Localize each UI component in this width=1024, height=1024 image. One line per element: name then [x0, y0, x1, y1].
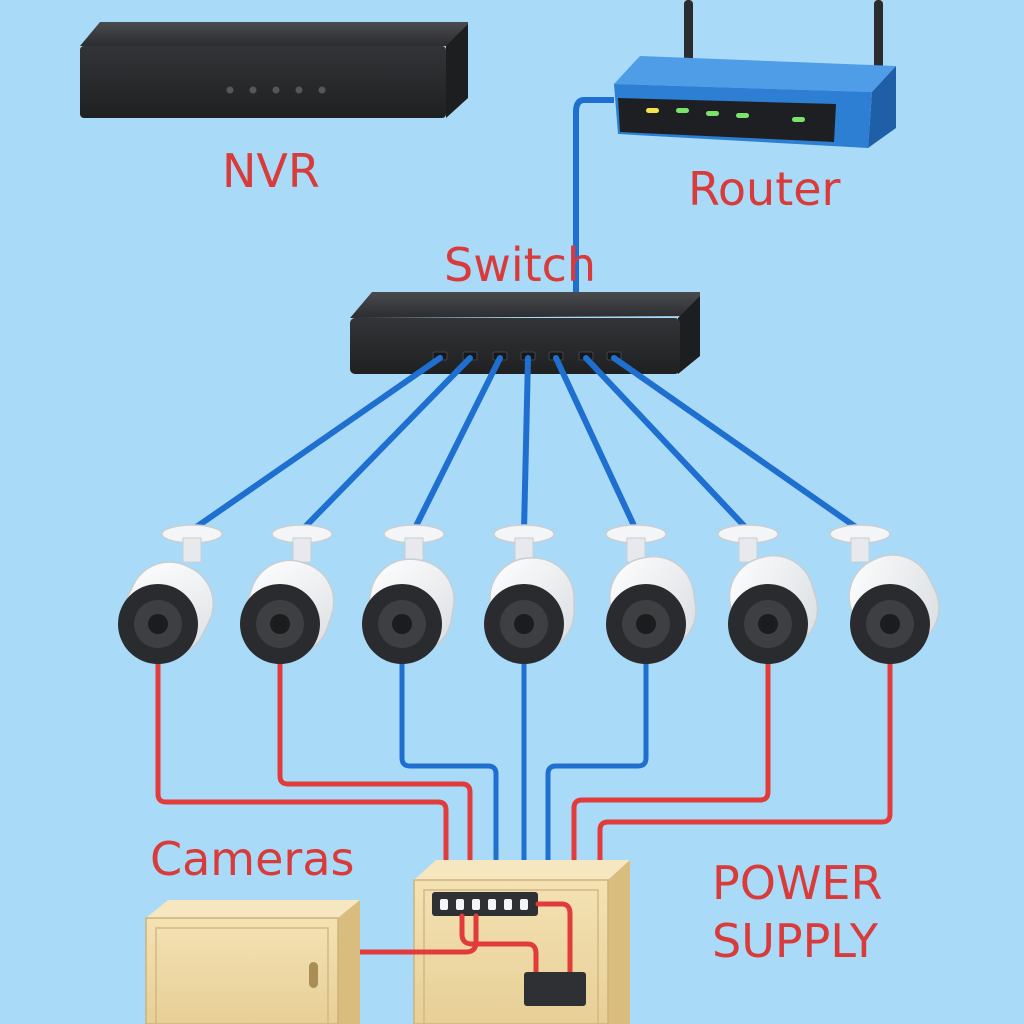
power-adapter: [524, 972, 586, 1006]
ethernet-cable: [553, 355, 639, 533]
ethernet-cable: [521, 355, 531, 533]
power-supply-label-line2: SUPPLY: [712, 914, 878, 968]
camera-row: [118, 524, 940, 664]
camera-data-cable: [399, 660, 499, 880]
camera-lens-center: [758, 614, 778, 634]
camera-lens-center: [636, 614, 656, 634]
camera-arm: [738, 537, 758, 563]
camera-arm: [292, 537, 312, 563]
camera-5: [605, 524, 697, 664]
nvr-device: [80, 22, 468, 118]
terminal-screw: [504, 899, 512, 910]
camera-lens-center: [880, 614, 900, 634]
cabinet-handle: [309, 962, 318, 988]
camera-lens-center: [392, 614, 412, 634]
camera-7: [829, 524, 940, 664]
router-antenna-right: [874, 0, 883, 70]
camera-arm: [850, 537, 870, 563]
camera-4: [484, 524, 575, 664]
ethernet-cable: [299, 355, 473, 533]
cameras-label: Cameras: [150, 832, 355, 886]
router-device: [614, 0, 896, 148]
ethernet-cable: [611, 355, 863, 533]
terminal-screw: [520, 899, 528, 910]
internal-wiring: [411, 901, 573, 975]
terminal-screw: [440, 899, 448, 910]
nvr-indicator-lights: [226, 86, 326, 94]
camera-2: [240, 524, 335, 664]
camera-power-cable: [597, 660, 893, 880]
camera-feed-cables: [155, 660, 893, 880]
camera-power-cable: [571, 660, 771, 880]
camera-lens-center: [270, 614, 290, 634]
ethernet-cables: [189, 355, 863, 533]
nvr-label: NVR: [222, 144, 320, 198]
ethernet-cable: [583, 355, 751, 533]
camera-lens-center: [148, 614, 168, 634]
switch-label: Switch: [444, 238, 597, 292]
terminal-strip: [432, 892, 538, 916]
terminal-screw: [488, 899, 496, 910]
camera-arm: [182, 537, 202, 563]
camera-3: [362, 524, 455, 664]
cabinet-box: [145, 900, 360, 1024]
camera-1: [118, 524, 223, 664]
router-label: Router: [688, 162, 841, 216]
camera-power-cable: [277, 660, 473, 880]
router-uplink-cable: [573, 97, 614, 296]
power-supply-label-line1: POWER: [712, 856, 883, 910]
camera-lens-center: [514, 614, 534, 634]
ethernet-cable: [411, 355, 503, 533]
camera-6: [717, 524, 819, 664]
terminal-screw: [456, 899, 464, 910]
terminal-screw: [472, 899, 480, 910]
router-status-leds: [646, 108, 805, 122]
camera-data-cable: [545, 660, 649, 880]
router-antenna-left: [684, 0, 693, 70]
ethernet-cable: [189, 355, 443, 533]
camera-power-cable: [155, 660, 449, 880]
